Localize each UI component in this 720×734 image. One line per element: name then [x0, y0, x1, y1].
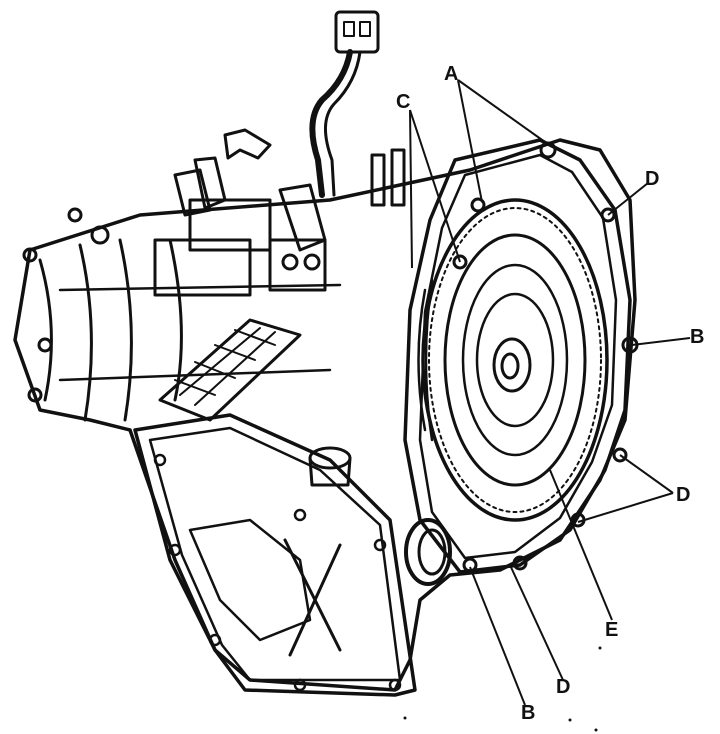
oil-pan — [133, 413, 417, 697]
transaxle-case — [13, 138, 637, 692]
torque-converter — [417, 198, 609, 522]
callout-d-top: D — [645, 168, 660, 190]
filler-neck — [308, 446, 352, 487]
leader-e — [549, 469, 613, 621]
callout-c: C — [396, 91, 411, 113]
callout-d-right: D — [676, 484, 691, 506]
callout-d-bottom: D — [556, 676, 571, 698]
leader-lines — [409, 79, 691, 706]
callout-b-right: B — [690, 326, 705, 348]
specks — [403, 646, 602, 732]
bellhousing-flange — [403, 138, 639, 574]
wiring-harness — [309, 10, 380, 198]
callout-a: A — [444, 63, 459, 85]
callout-b-bottom: B — [521, 702, 536, 724]
leader-d-right-1 — [619, 454, 674, 494]
valve-body-grating — [158, 318, 302, 422]
leader-b-right — [631, 337, 691, 346]
leader-b-bottom — [469, 566, 526, 706]
cooler-pipes — [370, 148, 406, 207]
leader-d-top — [607, 182, 649, 216]
callout-e: E — [605, 619, 619, 641]
leader-c-1 — [409, 109, 413, 269]
leader-d-bottom — [509, 564, 564, 681]
leader-a-1 — [457, 79, 483, 203]
leader-c-2 — [409, 109, 461, 263]
leader-a-2 — [457, 79, 546, 143]
leader-d-right-2 — [577, 492, 674, 523]
